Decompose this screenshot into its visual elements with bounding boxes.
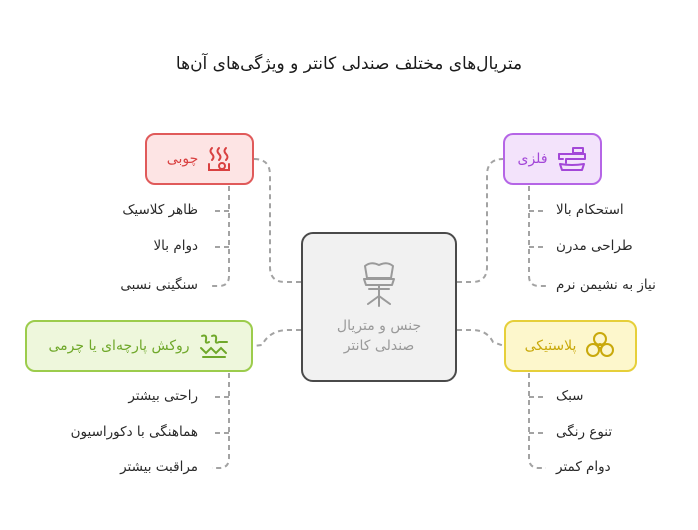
plastic-item-3: دوام کمتر bbox=[556, 459, 611, 475]
connector-plastic-items bbox=[528, 373, 546, 469]
center-label: جنس و متریال صندلی کانتر bbox=[337, 316, 421, 356]
branch-metal-label: فلزی bbox=[517, 151, 548, 167]
branch-wood-label: چوبی bbox=[166, 151, 199, 167]
center-label-line1: جنس و متریال bbox=[336, 318, 422, 334]
center-node: جنس و متریال صندلی کانتر bbox=[301, 232, 457, 382]
branch-fabric: روکش پارچه‌ای یا چرمی bbox=[25, 320, 253, 372]
bubbles-icon bbox=[586, 332, 615, 357]
connector-wood bbox=[253, 158, 301, 283]
connector-fabric bbox=[252, 329, 301, 347]
faucet-icon bbox=[557, 147, 586, 171]
fabric-item-2: هماهنگی با دکوراسیون bbox=[70, 424, 198, 440]
metal-item-1: استحکام بالا bbox=[556, 202, 624, 218]
center-label-line2: صندلی کانتر bbox=[343, 338, 415, 354]
connector-metal bbox=[457, 158, 504, 283]
fabric-item-1: راحتی بیشتر bbox=[128, 388, 198, 404]
fabric-pattern-icon bbox=[199, 334, 228, 358]
wood-item-1: ظاهر کلاسیک bbox=[122, 202, 198, 218]
wood-item-2: دوام بالا bbox=[153, 238, 198, 254]
diagram-title: متریال‌های مختلف صندلی کانتر و ویژگی‌های… bbox=[175, 54, 523, 74]
wood-item-3: سنگینی نسبی bbox=[120, 277, 198, 293]
branch-plastic: پلاستیکی bbox=[504, 320, 637, 372]
connector-wood-items bbox=[212, 186, 230, 287]
connector-plastic bbox=[457, 329, 505, 347]
metal-item-2: طراحی مدرن bbox=[556, 238, 633, 254]
heat-waves-icon bbox=[208, 147, 231, 171]
connector-fabric-items bbox=[212, 373, 230, 469]
branch-plastic-label: پلاستیکی bbox=[524, 338, 577, 354]
plastic-item-2: تنوع رنگی bbox=[556, 424, 613, 440]
branch-fabric-label: روکش پارچه‌ای یا چرمی bbox=[48, 338, 190, 354]
branch-wood: چوبی bbox=[145, 133, 254, 185]
chair-icon bbox=[363, 262, 395, 307]
plastic-item-1: سبک bbox=[556, 388, 584, 404]
fabric-item-3: مراقبت بیشتر bbox=[120, 459, 198, 475]
metal-item-3: نیاز به نشیمن نرم bbox=[556, 277, 656, 293]
branch-metal: فلزی bbox=[503, 133, 602, 185]
connector-metal-items bbox=[528, 186, 546, 287]
